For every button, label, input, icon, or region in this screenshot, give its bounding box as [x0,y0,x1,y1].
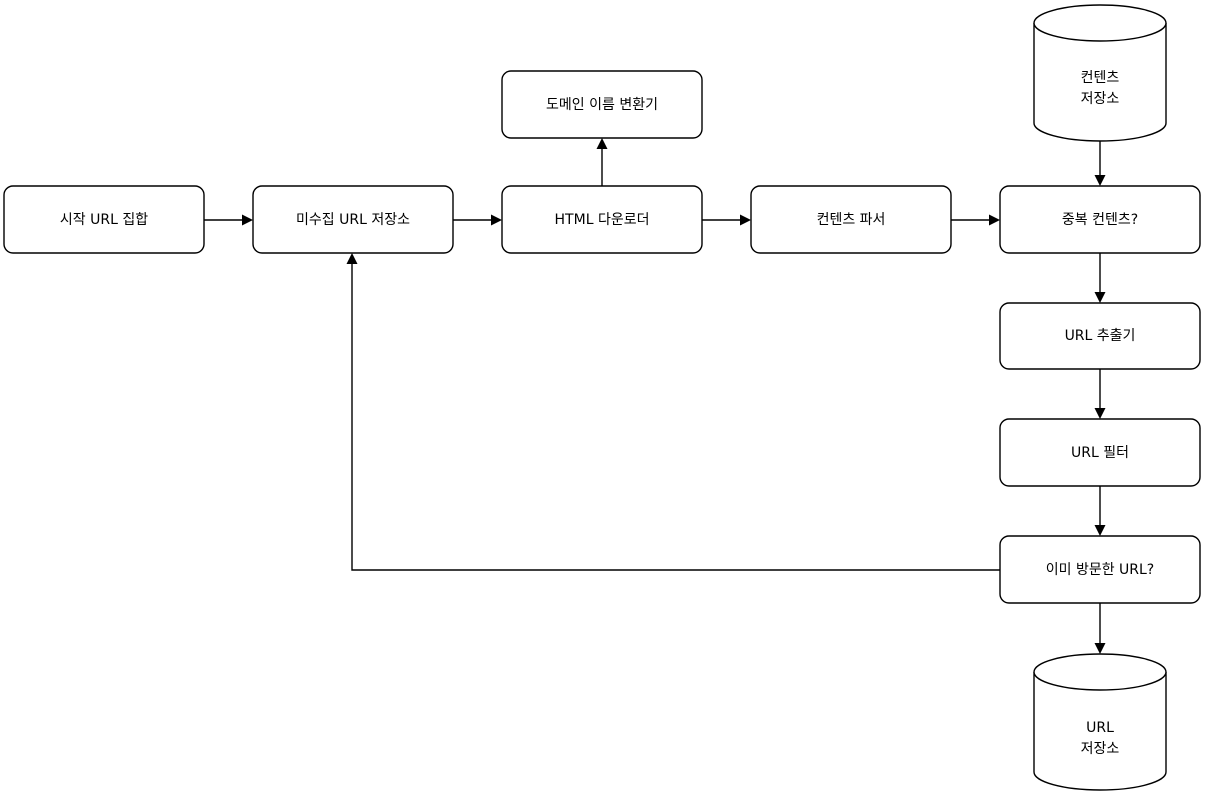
node-label-line-2: 저장소 [1081,741,1120,757]
edge-downloader-to-parser [702,214,751,226]
node-label-line-2: 저장소 [1081,91,1120,107]
node-label-line-1: URL [1086,720,1114,736]
node-seed-urls: 시작 URL 집합 [3,185,205,254]
edge-extractor-to-filter [1094,369,1106,419]
edge-seed-to-frontier [204,214,253,226]
nodes: 시작 URL 집합 미수집 URL 저장소 HTML 다운로더 도메인 이름 변… [3,4,1201,791]
edge-downloader-to-dns [596,138,608,186]
node-url-storage: URL 저장소 [1033,653,1167,791]
node-label: 컨텐츠 파서 [817,212,886,228]
edge-frontier-to-downloader [453,214,502,226]
node-label: URL 필터 [1071,445,1129,461]
node-label-line-1: 컨텐츠 [1081,70,1120,86]
node-label: 이미 방문한 URL? [1046,562,1155,578]
node-label: 미수집 URL 저장소 [296,212,410,228]
edge-filter-to-url-seen [1094,486,1106,536]
node-url-filter: URL 필터 [999,418,1201,487]
node-label: 시작 URL 집합 [60,212,148,228]
edge-parser-to-content-seen [951,214,1000,226]
node-url-frontier: 미수집 URL 저장소 [252,185,454,254]
node-label: HTML 다운로더 [555,212,650,228]
node-content-storage: 컨텐츠 저장소 [1033,4,1167,142]
edge-url-seen-to-frontier [346,253,1000,571]
edge-content-storage-to-content-seen [1094,141,1106,186]
edge-content-seen-to-extractor [1094,253,1106,303]
node-content-parser: 컨텐츠 파서 [750,185,952,254]
node-url-extractor: URL 추출기 [999,302,1201,370]
edge-url-seen-to-url-storage [1094,603,1106,654]
node-content-seen: 중복 컨텐츠? [999,185,1201,254]
node-url-seen: 이미 방문한 URL? [999,535,1201,604]
edges [204,138,1106,654]
node-html-downloader: HTML 다운로더 [501,185,703,254]
node-dns-resolver: 도메인 이름 변환기 [501,70,703,139]
node-label: 도메인 이름 변환기 [546,97,658,113]
node-label: 중복 컨텐츠? [1062,212,1138,228]
node-label: URL 추출기 [1065,328,1136,344]
